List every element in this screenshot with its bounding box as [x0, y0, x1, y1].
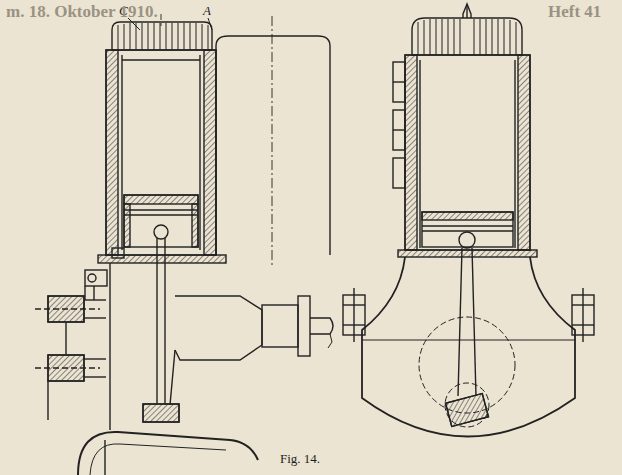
figure-caption: Fig. 14.: [280, 452, 320, 466]
page-header: m. 18. Oktober 1910.: [6, 3, 158, 22]
part-letter: A: [203, 4, 211, 18]
page-header: Heft 41: [548, 3, 601, 22]
